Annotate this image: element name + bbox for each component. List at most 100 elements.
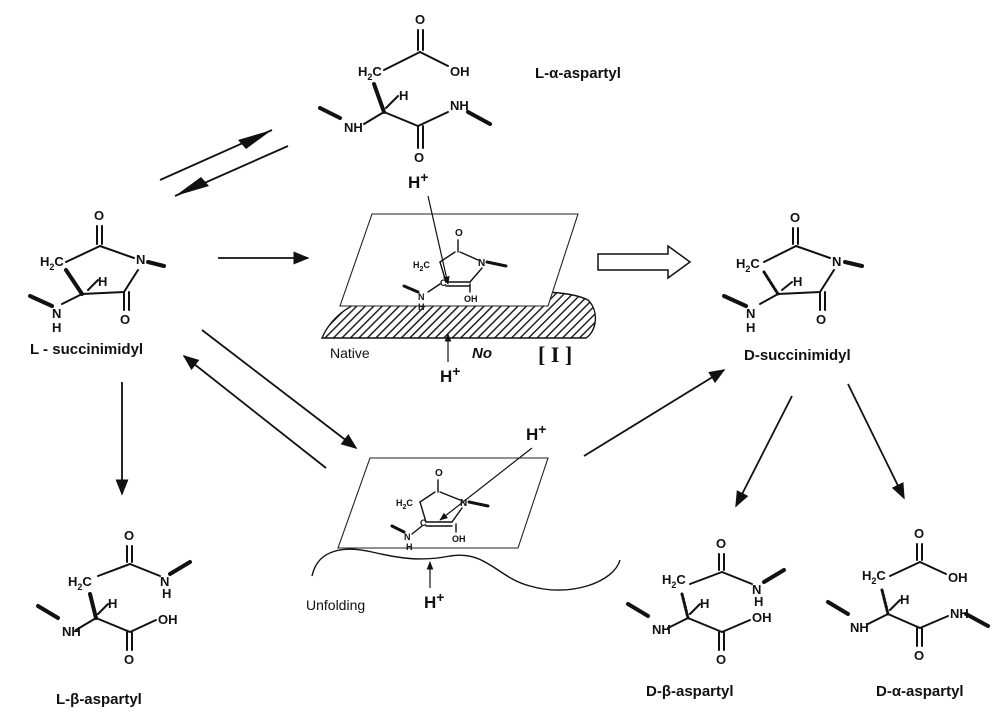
atom-h2c: H2C <box>862 568 886 586</box>
bond <box>390 524 406 534</box>
bond <box>763 245 797 263</box>
atom-h: H <box>406 542 413 552</box>
atom-o: O <box>816 312 826 327</box>
atom-h2c: H2C <box>358 64 382 82</box>
atom-h: H <box>399 88 408 103</box>
atom-n: N <box>136 252 145 267</box>
hash-bond <box>762 270 780 296</box>
bond <box>867 613 889 625</box>
atom-h: H <box>98 274 107 289</box>
d-alpha-aspartyl-structure: O OH H2C H NH O NH D-α-aspartyl <box>826 526 990 700</box>
d-beta-aspartyl-structure: O N H H2C H NH O OH D-β-aspartyl <box>626 536 786 700</box>
atom-h: H <box>746 320 755 335</box>
bond <box>467 500 490 508</box>
label-h-plus: H+ <box>526 421 546 444</box>
atom-o: O <box>94 208 104 223</box>
bond <box>419 51 449 67</box>
bond <box>689 571 723 585</box>
atom-h: H <box>793 274 802 289</box>
atom-h: H <box>700 596 709 611</box>
reverse-arrow-head <box>175 177 209 196</box>
wedge-bond <box>372 82 386 114</box>
atom-oh: OH <box>464 294 478 304</box>
atom-o: O <box>435 468 443 479</box>
atom-nh: NH <box>850 620 869 635</box>
atom-oh: OH <box>452 534 466 544</box>
bond <box>419 491 436 503</box>
bond <box>689 603 701 615</box>
atom-nh: NH <box>950 606 969 621</box>
bond <box>777 291 821 295</box>
bond <box>722 294 748 308</box>
native-complex: O N H2C C OH N H H+ H+ Native No [ I ] <box>320 169 596 386</box>
atom-o: O <box>415 12 425 27</box>
atom-h: H <box>52 320 61 335</box>
arrow-to-unfolding <box>201 329 358 449</box>
atom-oh: OH <box>752 610 772 625</box>
atom-h2c: H2C <box>68 574 92 592</box>
atom-o: O <box>124 652 134 667</box>
bond <box>168 560 192 576</box>
bond <box>65 245 101 263</box>
bond <box>97 563 131 577</box>
bond <box>87 279 99 291</box>
label-h-plus: H+ <box>440 363 460 386</box>
atom-o: O <box>716 536 726 551</box>
bond <box>843 260 864 268</box>
bond <box>667 617 689 629</box>
atom-n: N <box>832 254 841 269</box>
bond <box>419 501 427 523</box>
native-plane <box>339 213 579 307</box>
arrow-to-d-succinimidyl <box>583 369 726 457</box>
bond <box>146 260 166 268</box>
atom-nh: NH <box>62 624 81 639</box>
bond <box>887 613 921 629</box>
wedge-bond <box>64 268 84 296</box>
hash-bond <box>880 588 890 616</box>
atom-n: N <box>478 258 485 269</box>
bond <box>417 111 449 127</box>
wedge-bond <box>88 592 98 620</box>
atom-n: N <box>752 582 761 597</box>
proton-attack-arrow <box>427 195 450 285</box>
bond <box>95 617 131 633</box>
label-no: No <box>472 345 492 362</box>
bond <box>721 619 751 633</box>
atom-nh: N <box>52 306 61 321</box>
atom-o: O <box>716 652 726 667</box>
bond <box>781 281 793 291</box>
bond <box>687 617 723 633</box>
bond <box>762 568 786 584</box>
bond <box>451 507 463 523</box>
bond <box>383 51 421 71</box>
atom-h: H <box>162 586 171 601</box>
atom-oh: OH <box>450 64 470 79</box>
bond <box>469 267 483 283</box>
bond <box>129 619 157 633</box>
forward-arrow-head <box>238 130 272 149</box>
atom-h2c: H2C <box>736 256 760 274</box>
atom-n: N <box>404 532 411 542</box>
bond <box>919 615 949 629</box>
bond <box>318 106 342 120</box>
label-native: Native <box>330 345 370 361</box>
atom-n: N <box>160 574 169 589</box>
bond <box>759 293 779 305</box>
atom-c: C <box>420 518 427 528</box>
bond <box>466 110 492 126</box>
bond <box>427 283 441 293</box>
atom-h2c: H2C <box>413 260 430 273</box>
label-l-succinimidyl: L - succinimidyl <box>30 341 143 358</box>
atom-h: H <box>108 596 117 611</box>
bond <box>385 95 399 109</box>
bond <box>919 561 947 575</box>
bond <box>795 245 831 259</box>
l-alpha-aspartyl-structure: O OH H2C H NH O NH L-α-aspartyl <box>318 12 621 165</box>
atom-o: O <box>455 228 463 239</box>
atom-h2c: H2C <box>396 498 413 511</box>
atom-h2c: H2C <box>40 254 64 272</box>
atom-o: O <box>124 528 134 543</box>
atom-o: O <box>914 648 924 663</box>
